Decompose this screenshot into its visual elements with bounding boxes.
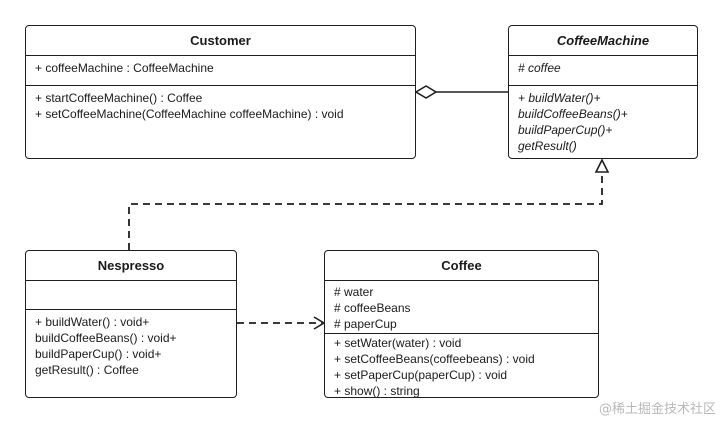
dependency-arrowhead — [313, 316, 326, 330]
class-attributes: # coffee — [509, 56, 697, 86]
method: buildPaperCup()+ — [518, 123, 613, 137]
class-name: CoffeeMachine — [509, 26, 697, 56]
coffee-class[interactable]: Coffee # water # coffeeBeans # paperCup … — [324, 250, 599, 398]
method: + buildWater() : void+ — [35, 315, 150, 329]
class-attributes: # water # coffeeBeans # paperCup — [325, 281, 598, 334]
realization-arrowhead — [594, 158, 610, 173]
attribute: # water — [334, 285, 374, 299]
class-methods: + startCoffeeMachine() : Coffee + setCof… — [26, 86, 415, 126]
class-name: Customer — [26, 26, 415, 56]
class-methods: + buildWater() : void+ buildCoffeeBeans(… — [26, 310, 236, 382]
method: getResult() : Coffee — [35, 363, 139, 377]
attribute: # paperCup — [334, 317, 397, 331]
attribute: + coffeeMachine : CoffeeMachine — [35, 61, 214, 75]
method: + show() : string — [334, 384, 420, 398]
method: buildCoffeeBeans()+ — [518, 107, 628, 121]
method: + setPaperCup(paperCup) : void — [334, 368, 508, 382]
method: + setCoffeeMachine(CoffeeMachine coffeeM… — [35, 107, 344, 121]
class-attributes — [26, 281, 236, 310]
aggregation-diamond — [414, 85, 438, 99]
class-name: Nespresso — [26, 251, 236, 281]
method: + setWater(water) : void — [334, 336, 462, 350]
method: + startCoffeeMachine() : Coffee — [35, 91, 203, 105]
class-attributes: + coffeeMachine : CoffeeMachine — [26, 56, 415, 86]
attribute: # coffeeBeans — [334, 301, 411, 315]
coffee-machine-class[interactable]: CoffeeMachine # coffee + buildWater()+ b… — [508, 25, 698, 159]
class-methods: + setWater(water) : void + setCoffeeBean… — [325, 334, 598, 398]
class-name: Coffee — [325, 251, 598, 281]
class-methods: + buildWater()+ buildCoffeeBeans()+ buil… — [509, 86, 697, 158]
method: + buildWater()+ — [518, 91, 601, 105]
method: buildCoffeeBeans() : void+ — [35, 331, 177, 345]
attribute: # coffee — [518, 61, 561, 75]
watermark: @稀土掘金技术社区 — [598, 402, 716, 417]
customer-class[interactable]: Customer + coffeeMachine : CoffeeMachine… — [25, 25, 416, 159]
method: + setCoffeeBeans(coffeebeans) : void — [334, 352, 535, 366]
nespresso-class[interactable]: Nespresso + buildWater() : void+ buildCo… — [25, 250, 237, 398]
method: getResult() — [518, 139, 577, 153]
method: buildPaperCup() : void+ — [35, 347, 162, 361]
realization-line — [128, 172, 603, 250]
